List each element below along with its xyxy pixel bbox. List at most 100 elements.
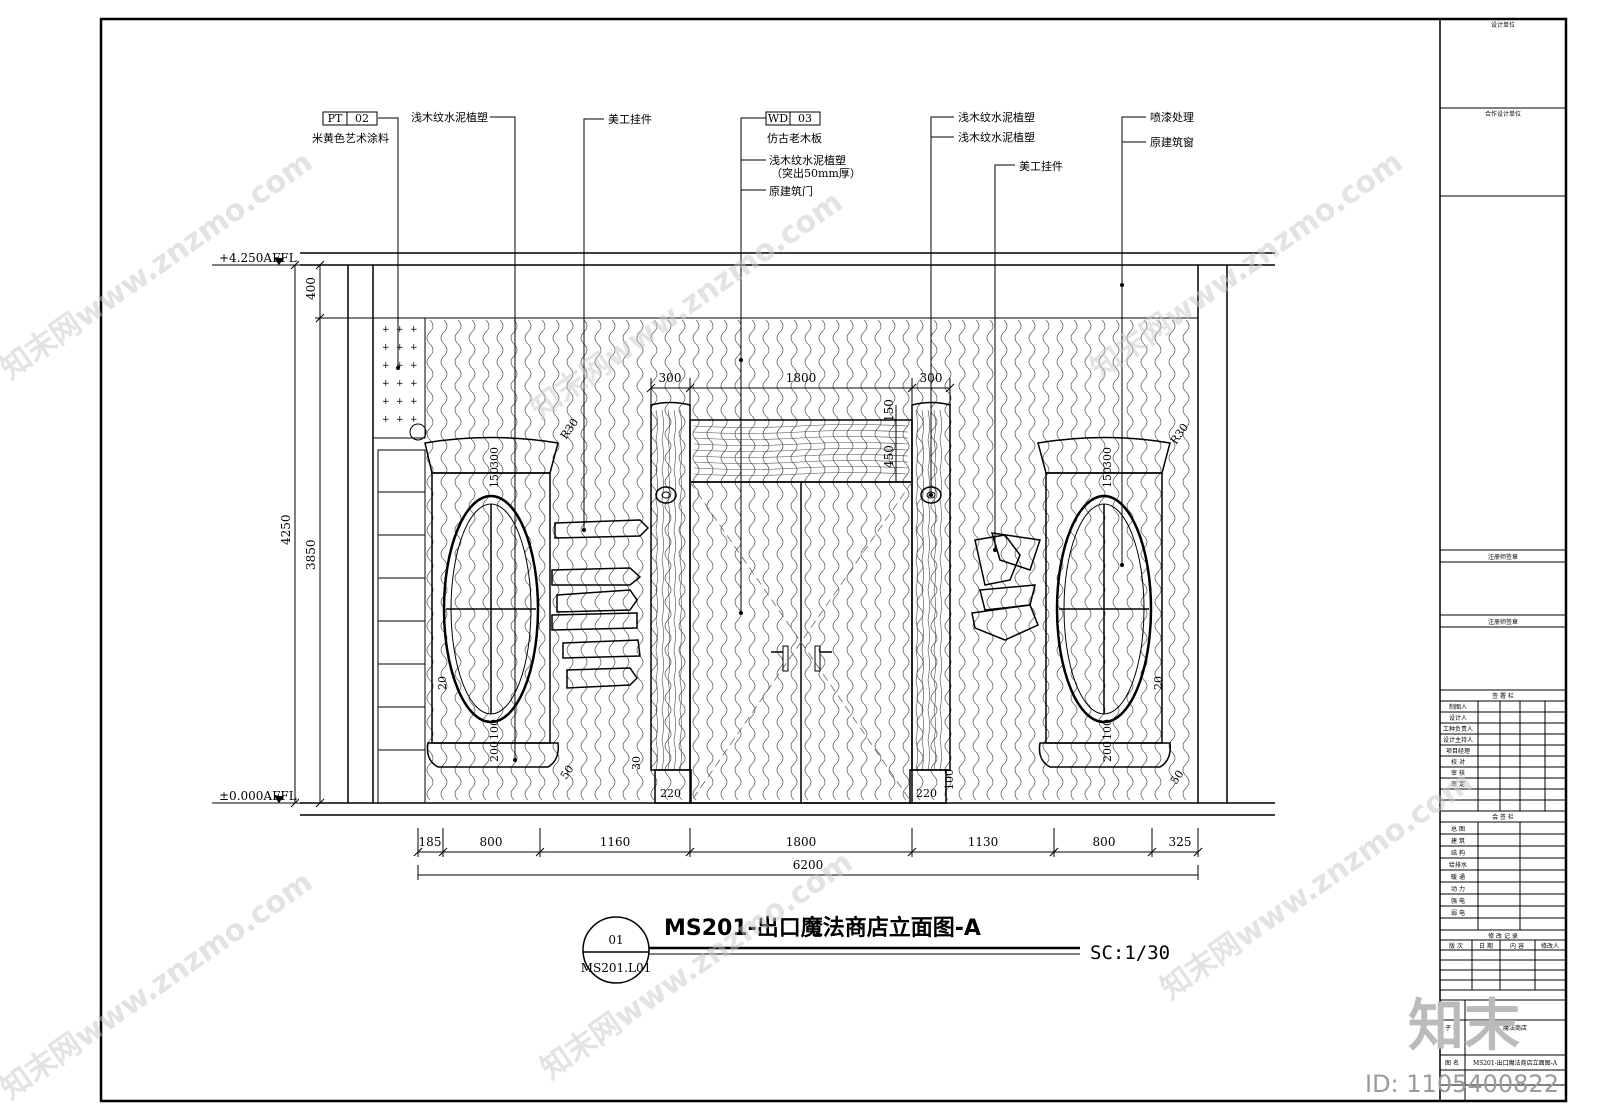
dim-20-left: 20 [436,676,449,690]
dim-50-right: 50 [1168,768,1187,787]
dim-200-left: 200 [488,741,501,762]
tb-rev-col-4: 修改人 [1541,942,1559,950]
dim-325: 325 [1169,835,1192,849]
pt-desc: 米黄色艺术涂料 [312,131,389,145]
dim-800-a: 800 [480,835,503,849]
elevation: ++++++++++++++++++ [300,252,1275,816]
right-cement-2: 浅木纹水泥植塑 [958,130,1035,144]
bottom-dimensions: 185 800 1160 1800 1130 800 325 6200 [413,828,1203,880]
title-block: 设计单位 合作设计单位 注册师签章 注册师签章 签 署 栏 制图人 设计人 工种… [1439,19,1566,1101]
svg-text:+: + [382,343,390,353]
art-piece-left: 美工挂件 [608,112,652,126]
callouts: PT 02 米黄色艺术涂料 浅木纹水泥植塑 美工挂件 WD 03 仿古老木板 浅… [312,110,1194,762]
dim-6200: 6200 [793,858,824,872]
vertical-dimensions: 400 4250 3850 [279,260,373,808]
tb-rev-col-1: 版 次 [1449,942,1463,950]
watermarks: 知末网www.znzmo.com 知末网www.znzmo.com 知末网www… [0,145,1559,1107]
svg-text:知末网www.znzmo.com: 知末网www.znzmo.com [0,145,319,387]
tb-project-label: 子 项 [1445,1025,1459,1032]
left-cement: 浅木纹水泥植塑 [411,110,488,124]
dim-200-right: 200 [1101,741,1114,762]
dim-3850: 3850 [304,539,318,570]
bubble-ref: MS201.L01 [581,961,651,975]
tb-role-8: 审 定 [1451,780,1465,788]
tb-role-1: 制图人 [1449,703,1467,711]
dim-door-1800: 1800 [786,371,817,385]
tb-revision-table: 修 改 记 录 版 次 日 期 内 容 修改人 [1440,932,1566,991]
drawing-title-text: MS201-出口魔法商店立面图-A [664,915,981,941]
dim-1160: 1160 [600,835,631,849]
plaster-column: ++++++++++++++++++ [372,317,427,804]
left-oval-window [424,436,560,768]
svg-text:+: + [396,379,404,389]
dim-r30-left: R30 [558,416,581,442]
tb-disc-1: 总 图 [1451,825,1465,833]
wd-desc: 仿古老木板 [767,131,822,145]
tb-disc-7: 强 电 [1451,897,1465,905]
tb-role-6: 校 对 [1451,758,1465,766]
dim-100-right: 100 [1101,719,1114,740]
tb-countersign-table: 会 签 栏 总 图 建 筑 结 构 给排水 暖 通 动 力 强 电 弱 电 [1440,813,1566,931]
dim-300-right: 300 [1101,447,1114,468]
sheet-frame [99,17,1568,1103]
tb-coop-unit: 合作设计单位 [1485,110,1521,118]
dim-150-right: 150 [1101,467,1114,488]
dim-1800: 1800 [786,835,817,849]
wd-code: WD [768,112,788,125]
dim-r30-right: R30 [1168,421,1191,447]
dim-frame-450: 450 [882,445,896,468]
tb-drawing-title: MS201-出口魔法商店立面图-A [1473,1059,1558,1067]
svg-text:+: + [382,325,390,335]
tb-role-5: 项目经理 [1446,747,1470,755]
svg-text:+: + [410,397,418,407]
svg-text:知末网www.znzmo.com: 知末网www.znzmo.com [1155,765,1480,1007]
tb-rev-col-2: 日 期 [1479,942,1493,950]
tb-sign-table: 签 署 栏 制图人 设计人 工种负责人 设计主持人 项目经理 校 对 审 核 审… [1440,692,1566,812]
dim-800-b: 800 [1093,835,1116,849]
tb-role-4: 设计主持人 [1443,736,1473,744]
art-piece-right: 美工挂件 [1019,159,1063,173]
svg-text:+: + [396,325,404,335]
original-window: 原建筑窗 [1150,135,1194,149]
svg-text:+: + [410,379,418,389]
tb-design-unit: 设计单位 [1491,21,1515,29]
tb-reg-sign-2: 注册师签章 [1488,618,1518,626]
door-top-dimensions: 300 1800 300 150 450 [646,371,955,482]
title-bubble [582,916,650,984]
protrude-note: （突出50mm厚） [771,166,861,180]
watermark-id: ID: 1105400822 [1365,1070,1559,1098]
tb-disc-5: 暖 通 [1451,873,1465,881]
right-cement-1: 浅木纹水泥植塑 [958,110,1035,124]
bubble-num: 01 [608,933,623,947]
dim-30-left-door: 30 [630,756,643,770]
dim-50-left: 50 [558,763,577,782]
tb-role-2: 设计人 [1449,714,1467,722]
level-bottom: ±0.000AFFL [219,789,297,803]
window-small-dims: R30 R30 300 150 300 150 200 100 200 100 … [436,416,1191,800]
svg-text:+: + [396,343,404,353]
double-door [689,481,913,804]
dim-220-right-door: 220 [916,787,937,800]
svg-text:+: + [410,415,418,425]
right-oval-window [1037,436,1172,768]
spray-paint: 喷漆处理 [1150,111,1194,124]
wd-num: 03 [798,112,812,125]
dim-20-right: 20 [1152,676,1165,690]
dim-150-left: 150 [488,467,501,488]
pt-code: PT [328,112,343,125]
scale-text: SC:1/30 [1090,942,1170,964]
svg-text:+: + [410,343,418,353]
tb-disc-2: 建 筑 [1451,837,1465,845]
tb-disc-3: 结 构 [1451,849,1465,857]
dim-185: 185 [419,835,442,849]
tb-sign-col: 签 署 栏 [1492,692,1514,700]
dim-4250: 4250 [279,514,293,545]
tb-drawing-label: 图 名 [1445,1059,1459,1067]
tb-revision: 修 改 记 录 [1488,932,1518,940]
level-markers: +4.250AFFL ±0.000AFFL [212,251,300,804]
right-art-pieces [971,532,1041,641]
svg-text:+: + [382,361,390,371]
dim-300-left: 300 [488,447,501,468]
svg-text:+: + [396,361,404,371]
svg-text:+: + [382,379,390,389]
